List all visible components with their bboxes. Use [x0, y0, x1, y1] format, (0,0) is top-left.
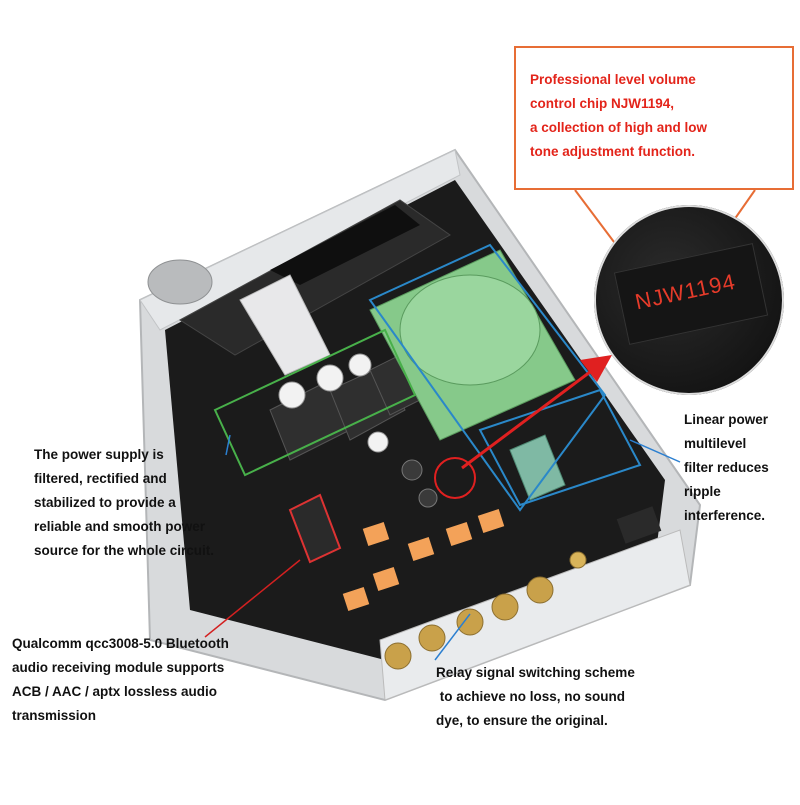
pointer-arrow-head [580, 355, 612, 382]
relay [407, 537, 435, 561]
relay [477, 509, 505, 533]
relay-block [509, 434, 566, 501]
relay [445, 522, 473, 546]
rca-jack [418, 624, 446, 652]
capacitor [418, 488, 438, 508]
display-window [270, 205, 420, 285]
capacitor [278, 381, 306, 409]
power-socket [616, 506, 662, 544]
capacitor [367, 431, 389, 453]
relay [372, 567, 400, 591]
rca-jack [491, 593, 519, 621]
linear-power-caption: Linear power multilevel filter reduces r… [684, 412, 769, 523]
chip-highlight [434, 457, 476, 499]
bluetooth-caption: Qualcomm qcc3008-5.0 Bluetooth audio rec… [12, 636, 229, 723]
volume-chip-text: Professional level volume control chip N… [530, 72, 708, 159]
pointer-arrow-line [461, 370, 591, 470]
linear-power-leader [629, 439, 681, 463]
front-panel [139, 149, 461, 331]
volume-chip-callout: Professional level volume control chip N… [514, 46, 794, 190]
volume-knob [147, 259, 213, 305]
rca-jack [456, 608, 484, 636]
bluetooth-module [288, 493, 342, 564]
transformer-highlight [368, 243, 607, 512]
relay [342, 587, 370, 611]
transformer-core [399, 274, 541, 386]
rca-jack [384, 642, 412, 670]
chip-marking: NJW1194 [632, 268, 738, 315]
bluetooth-leader [204, 559, 301, 638]
antenna-connector [569, 551, 587, 569]
power-supply-caption: The power supply is filtered, rectified … [34, 447, 215, 558]
power-supply-leader [225, 434, 231, 456]
relay [362, 522, 390, 546]
rca-jack [526, 576, 554, 604]
relay-caption: Relay signal switching scheme to achieve… [436, 665, 635, 728]
linear-power-highlight [478, 388, 642, 507]
capacitor [316, 364, 344, 392]
capacitor [348, 353, 372, 377]
capacitor [401, 459, 423, 481]
chip-zoom: NJW1194 [594, 205, 784, 395]
callout-leader [574, 189, 621, 251]
relay-leader [434, 613, 471, 661]
njw1194-chip: NJW1194 [613, 243, 769, 345]
power-supply-highlight [213, 328, 417, 477]
